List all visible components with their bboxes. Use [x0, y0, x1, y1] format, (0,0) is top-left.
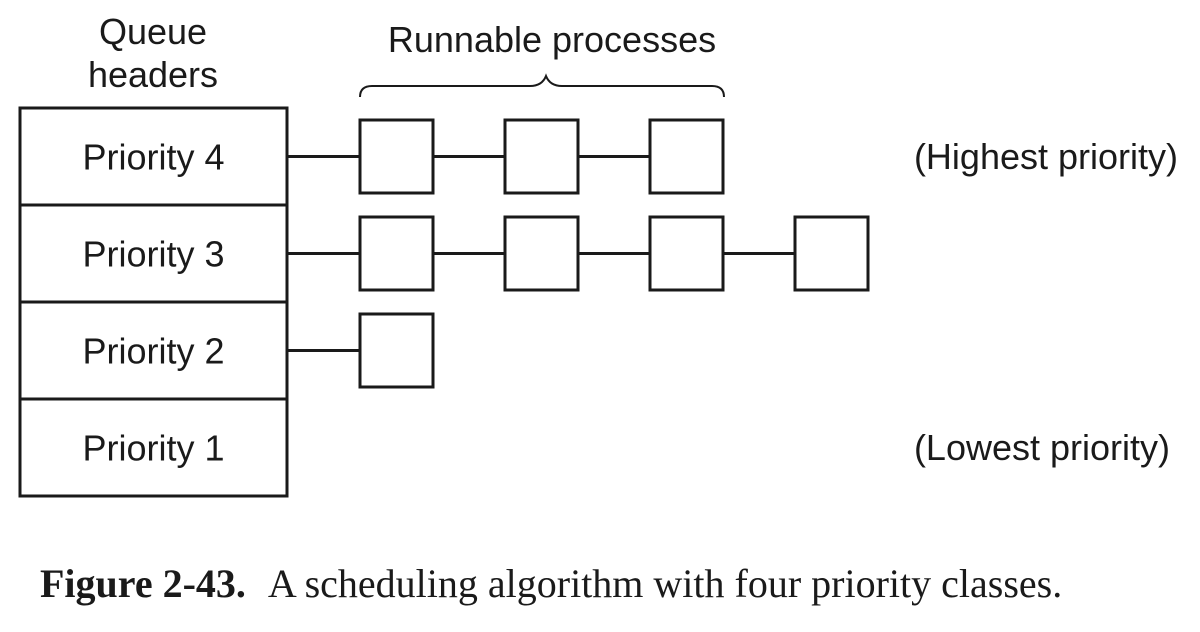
queue-header-cell [18, 397, 289, 498]
queue-headers-title-line2: headers [88, 54, 218, 95]
process-box [503, 215, 580, 292]
figure-number: Figure 2-43. [40, 561, 246, 606]
queue-headers-title-line1: Queue [99, 11, 207, 52]
figure-caption: Figure 2-43. A scheduling algorithm with … [40, 560, 1180, 607]
process-box [648, 215, 725, 292]
process-box [358, 215, 435, 292]
process-box [358, 118, 435, 195]
priority-queues: Priority 4 Priority 3 Priority 2 Priority 1 [18, 106, 870, 498]
figure-caption-text: A scheduling algorithm with four priorit… [267, 561, 1063, 606]
process-box [793, 215, 870, 292]
highest-priority-label: (Highest priority) [914, 136, 1178, 177]
queue-header-label: Priority 1 [82, 428, 224, 469]
process-box [503, 118, 580, 195]
lowest-priority-label: (Lowest priority) [914, 427, 1170, 468]
runnable-processes-brace [359, 73, 725, 98]
process-box [648, 118, 725, 195]
queue-header-label: Priority 2 [82, 331, 224, 372]
queue-header-label: Priority 4 [82, 137, 224, 178]
process-box [358, 312, 435, 389]
runnable-processes-label: Runnable processes [388, 19, 716, 60]
queue-header-label: Priority 3 [82, 234, 224, 275]
